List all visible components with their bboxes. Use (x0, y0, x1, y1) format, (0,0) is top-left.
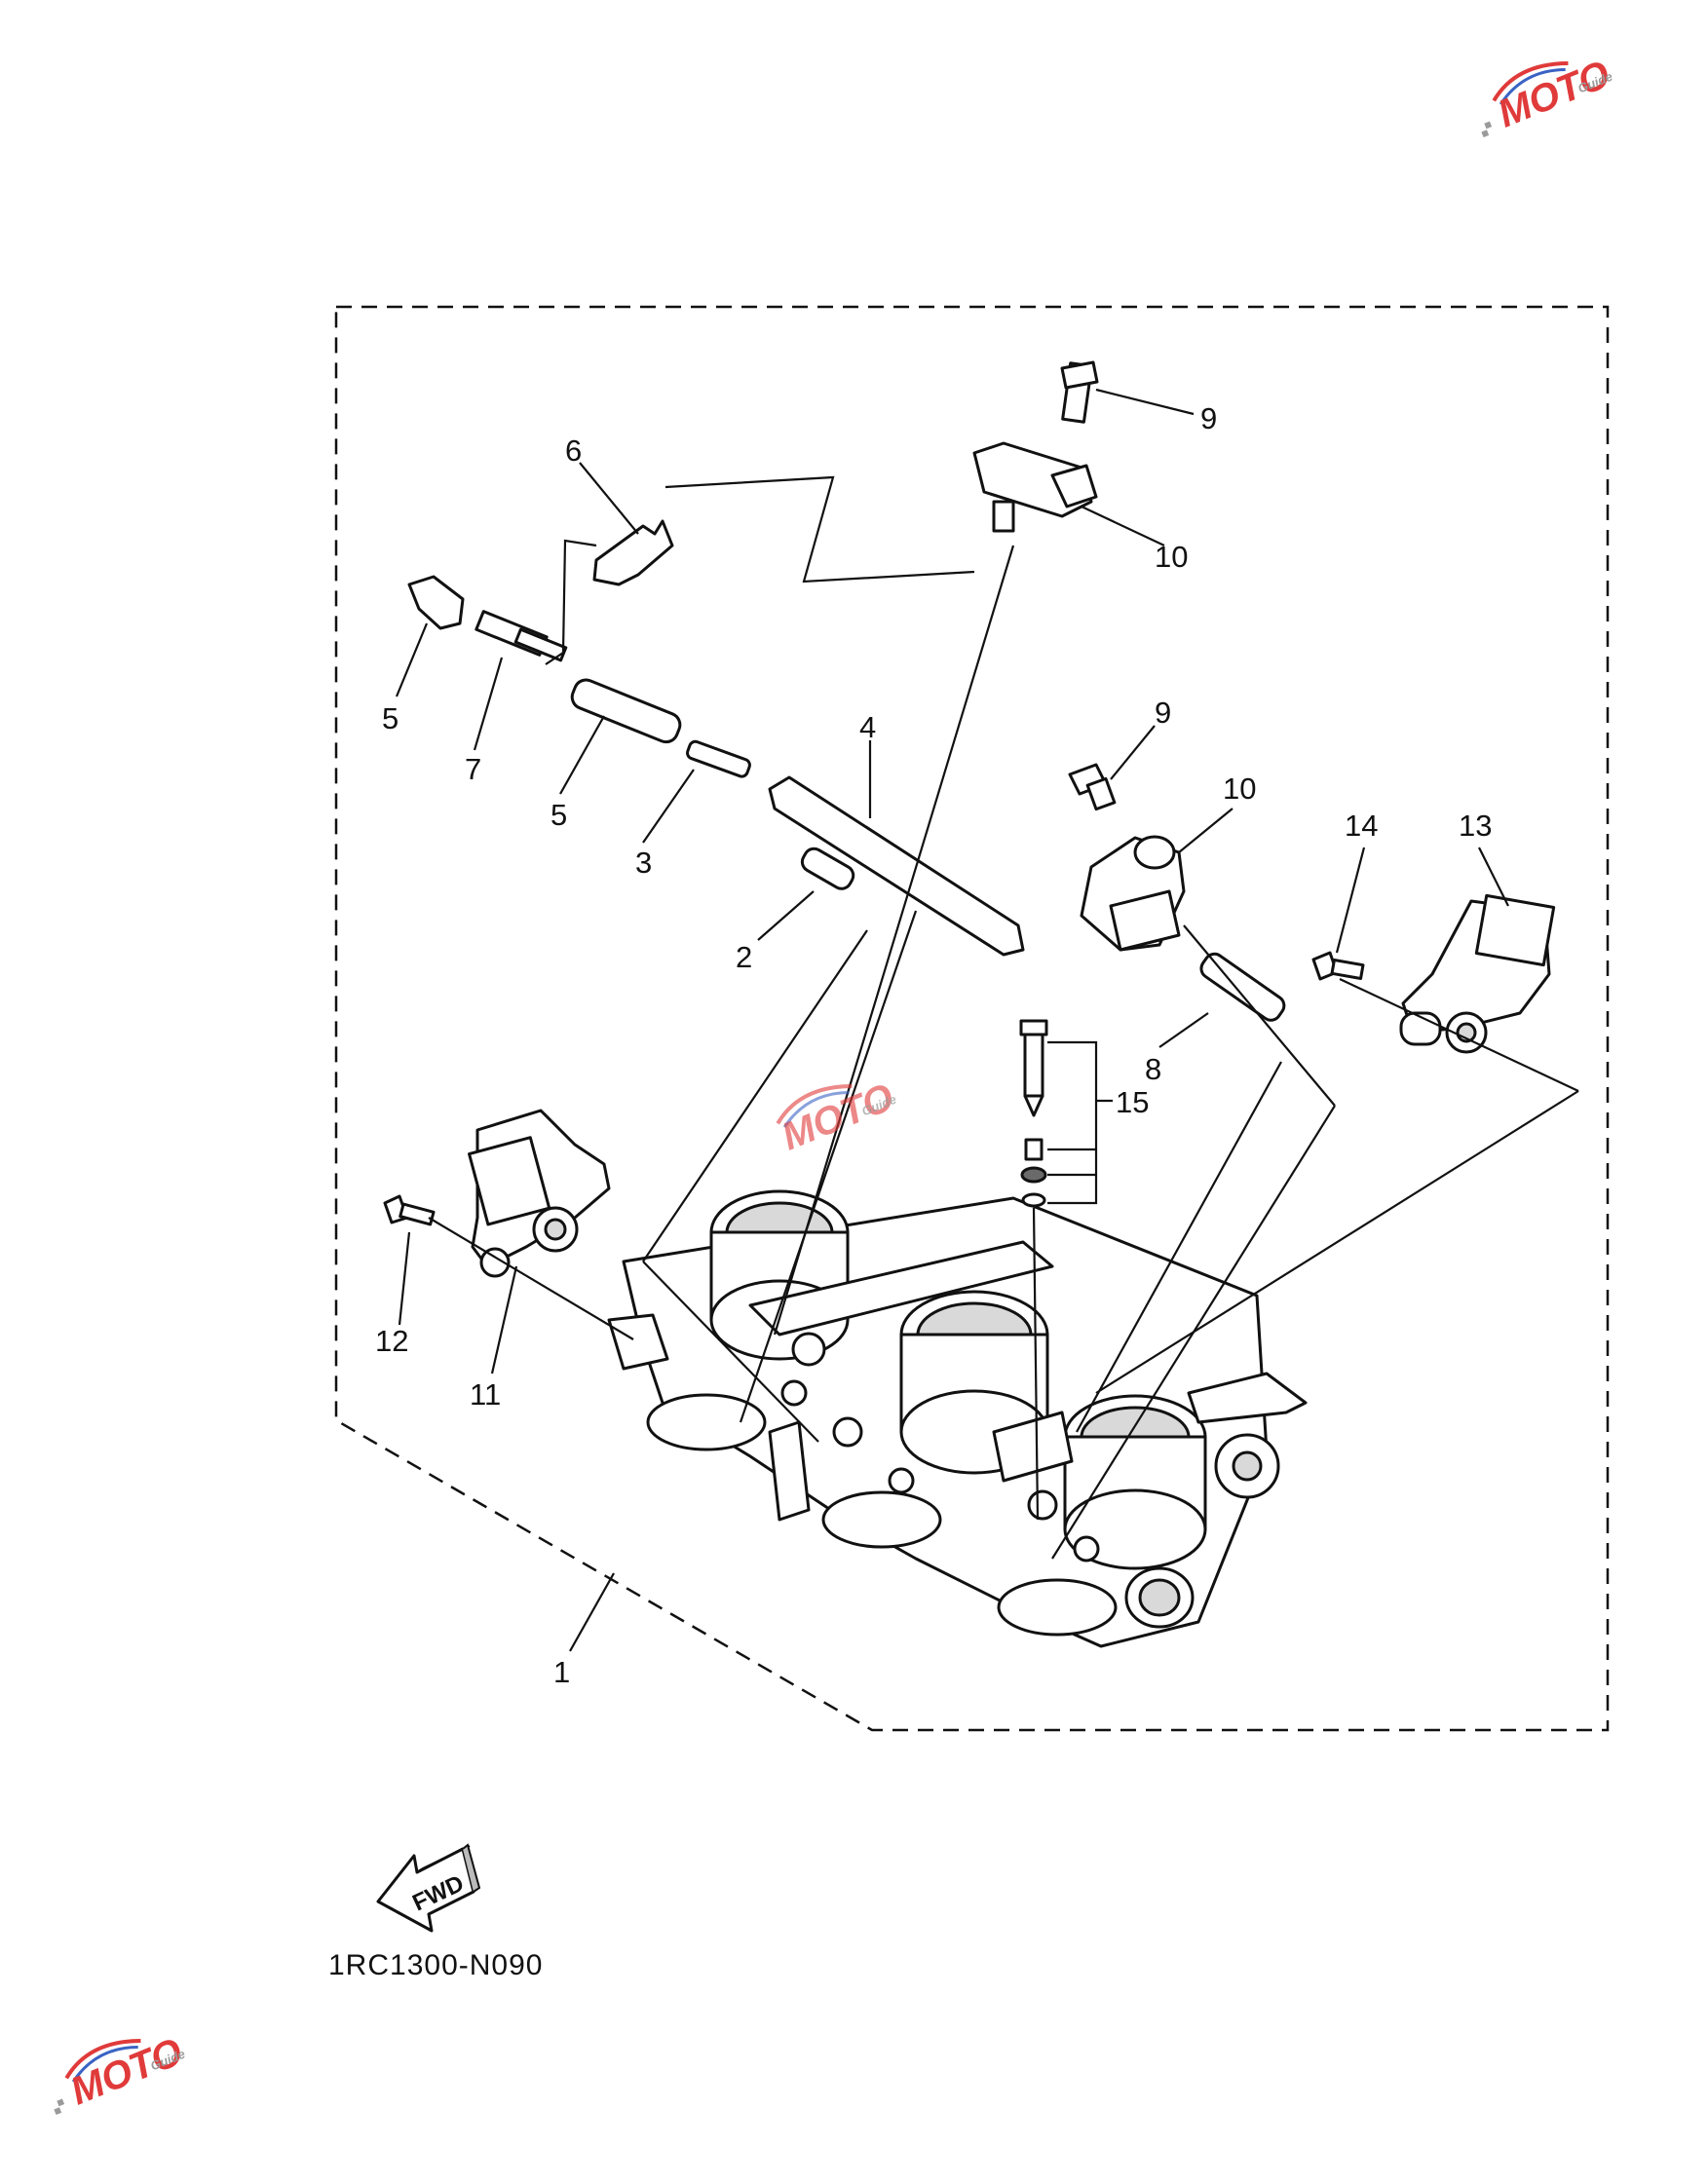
sensor-10-right (1080, 835, 1186, 952)
watermark-logo-top-right: MOTO Guide (1481, 53, 1615, 138)
callout-12: 12 (375, 1324, 408, 1358)
elbow-hose-6 (592, 519, 674, 586)
screw-14 (1311, 951, 1365, 981)
callout-9a: 9 (1200, 401, 1217, 435)
callout-13: 13 (1459, 809, 1492, 843)
callout-2: 2 (736, 940, 752, 974)
hose-2 (800, 847, 855, 890)
callout-11: 11 (470, 1377, 501, 1412)
callout-labels: 1 2 3 4 5 5 6 7 8 9 9 10 10 11 12 13 14 … (375, 401, 1492, 1689)
bolt-9-right (1068, 763, 1117, 811)
bolt-9-top (1060, 360, 1099, 424)
callout-15: 15 (1116, 1085, 1149, 1119)
callout-8: 8 (1145, 1052, 1161, 1086)
leader-lines (395, 388, 1579, 1652)
screw-12 (383, 1194, 436, 1226)
callout-9b: 9 (1155, 696, 1171, 730)
diagram-code: 1RC1300-N090 (328, 1949, 543, 1981)
hose-8 (1199, 952, 1286, 1022)
hose-5 (570, 678, 682, 744)
hose-4 (768, 775, 1025, 957)
callout-3: 3 (635, 846, 652, 880)
joint-7 (474, 610, 568, 662)
callout-1: 1 (553, 1655, 570, 1689)
injector-15 (1019, 1019, 1048, 1208)
callout-4: 4 (859, 710, 876, 744)
watermark-logo-center: MOTO Guide (776, 1075, 899, 1158)
assembly-boundary (334, 305, 1610, 1732)
callout-10a: 10 (1155, 540, 1188, 574)
throttle-body-assembly (607, 1189, 1308, 1648)
cap-5 (407, 575, 465, 630)
sensor-10-top (972, 441, 1098, 533)
callout-10b: 10 (1223, 772, 1256, 806)
fitting-3 (686, 739, 751, 778)
watermark-logo-bottom-left: MOTO Guide (54, 2030, 188, 2116)
sensor-11 (468, 1109, 611, 1278)
callout-5b: 5 (550, 798, 567, 832)
callout-5a: 5 (382, 701, 399, 735)
fwd-arrow-icon: FWD (376, 1843, 481, 1933)
callout-14: 14 (1345, 809, 1378, 843)
sensor-13 (1399, 893, 1556, 1054)
callout-7: 7 (465, 752, 481, 786)
callout-6: 6 (565, 433, 582, 468)
